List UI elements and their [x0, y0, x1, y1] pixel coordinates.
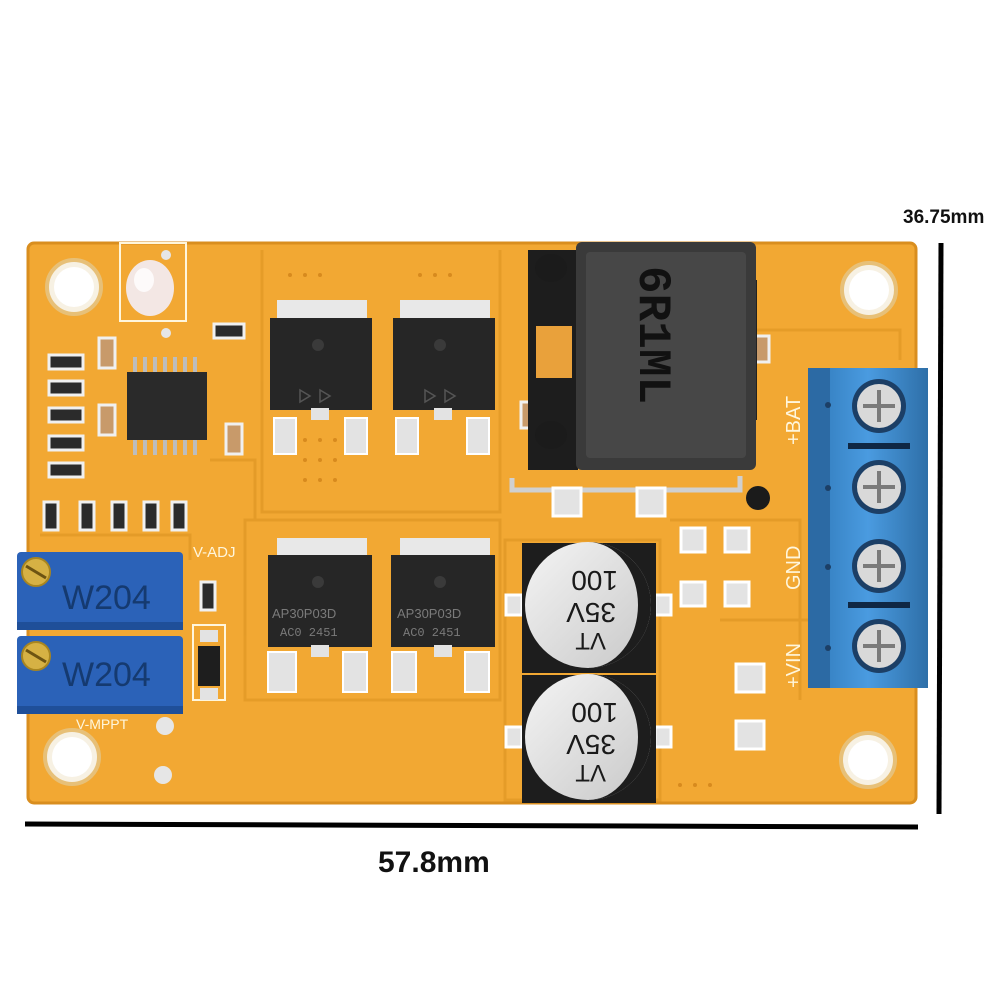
terminal-screw[interactable] — [852, 539, 906, 593]
mounting-hole — [839, 731, 897, 789]
mosfet-code: AC0 2451 — [403, 626, 461, 640]
mosfet: AP30P03D AC0 2451 — [391, 538, 495, 693]
trimmer-potentiometer[interactable]: W204 — [17, 636, 183, 714]
silkscreen-v-mppt: V-MPPT — [76, 716, 129, 732]
led — [119, 242, 187, 338]
capacitor-line2: 35V — [566, 729, 616, 760]
height-dimension-label: 36.75mm — [903, 207, 985, 228]
ic-chip — [127, 357, 207, 455]
mosfet-code: AC0 2451 — [280, 626, 338, 640]
mosfet — [270, 300, 372, 455]
mounting-hole — [840, 261, 898, 319]
test-point — [154, 717, 174, 784]
diode — [535, 254, 770, 510]
mosfet-marking: AP30P03D — [272, 606, 336, 621]
capacitor-line3: 100 — [571, 697, 618, 728]
mounting-hole — [43, 728, 101, 786]
silkscreen-gnd: GND — [783, 546, 805, 590]
mounting-hole — [45, 258, 103, 316]
mosfet — [393, 300, 495, 455]
smd-capacitor — [97, 334, 771, 456]
inductor-marking: 6R1ML — [626, 266, 678, 404]
terminal-screw[interactable] — [852, 460, 906, 514]
solder-pad — [504, 486, 766, 751]
silkscreen-vin: +VIN — [783, 643, 805, 688]
potentiometer-marking: W204 — [62, 579, 151, 617]
smd-resistor — [42, 322, 246, 612]
width-dimension-label: 57.8mm — [378, 846, 490, 879]
silkscreen-v-adj: V-ADJ — [193, 544, 236, 561]
width-dimension-line — [24, 821, 919, 830]
potentiometer-marking: W204 — [62, 656, 151, 694]
trimmer-potentiometer[interactable]: W204 — [17, 552, 183, 630]
capacitor-line1: VT — [575, 759, 606, 786]
electrolytic-capacitor: VT 35V 100 — [522, 542, 656, 673]
mosfet-marking: AP30P03D — [397, 606, 461, 621]
electrolytic-capacitor: VT 35V 100 — [522, 674, 656, 803]
silkscreen-bat: +BAT — [783, 396, 805, 445]
power-inductor: 6R1ML — [509, 242, 757, 493]
terminal-screw[interactable] — [852, 379, 906, 433]
capacitor-line1: VT — [575, 627, 606, 654]
terminal-screw[interactable] — [852, 619, 906, 673]
mosfet: AP30P03D AC0 2451 — [267, 538, 372, 693]
capacitor-line3: 100 — [571, 565, 618, 596]
height-dimension-line — [936, 242, 944, 815]
capacitor-line2: 35V — [566, 597, 616, 628]
smd-diode — [192, 624, 226, 701]
